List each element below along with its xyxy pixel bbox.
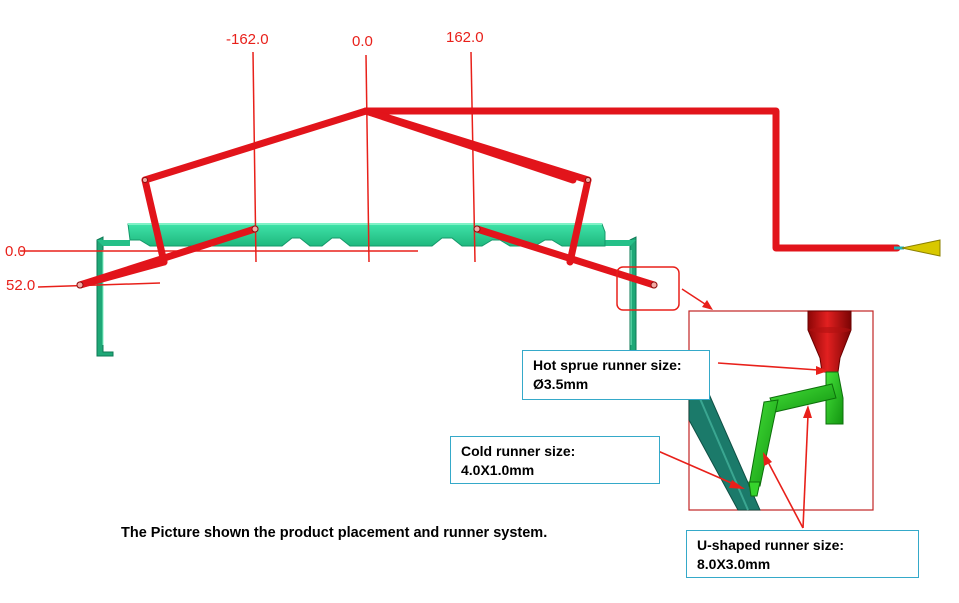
gate-tips <box>76 177 658 289</box>
u-shaped-runner-callout: U-shaped runner size: 8.0X3.0mm <box>686 530 919 578</box>
hot-sprue-callout: Hot sprue runner size: Ø3.5mm <box>522 350 710 400</box>
zoom-arrow-line <box>681 288 709 307</box>
dim-label-y-zero: 0.0 <box>5 243 26 260</box>
u-shaped-runner-title: U-shaped runner size: <box>697 537 845 553</box>
main-runner <box>362 107 901 252</box>
dim-label-x-zero: 0.0 <box>352 33 373 50</box>
detail-view <box>688 310 874 511</box>
dimension-lines <box>20 51 476 288</box>
figure-caption: The Picture shown the product placement … <box>121 525 548 541</box>
dim-line-zero <box>365 54 370 263</box>
right-cross-1 <box>473 225 658 289</box>
callout-arrows <box>657 362 828 529</box>
dim-label-pos162: 162.0 <box>446 29 484 46</box>
gate-highlight-box <box>616 266 680 311</box>
nozzle <box>894 239 941 257</box>
cold-runner-callout: Cold runner size: 4.0X1.0mm <box>450 436 660 484</box>
left-cross-2 <box>76 258 168 289</box>
runner-system <box>76 107 901 289</box>
cold-runner-title: Cold runner size: <box>461 443 576 459</box>
u-shaped-runner-value: 8.0X3.0mm <box>697 556 771 572</box>
left-arm-upper <box>141 107 370 184</box>
part-right-flange <box>604 240 636 246</box>
right-arm-drop <box>566 176 592 266</box>
dim-label-y52: 52.0 <box>6 277 36 294</box>
dim-line-y52 <box>37 282 161 288</box>
dim-label-neg162: -162.0 <box>226 31 269 48</box>
part-right-wall <box>620 236 637 357</box>
detail-u-runner-drop <box>748 399 779 487</box>
left-arm-drop <box>141 176 168 266</box>
cold-runner-value: 4.0X1.0mm <box>461 462 535 478</box>
right-arm-inner <box>362 107 577 184</box>
part-left-wall <box>96 236 114 357</box>
part-top-body <box>127 223 606 247</box>
molded-part <box>96 223 637 357</box>
hot-sprue-value: Ø3.5mm <box>533 376 589 392</box>
zoom-arrow-head <box>702 300 713 310</box>
hot-sprue-title: Hot sprue runner size: <box>533 357 682 373</box>
part-left-flange <box>97 240 130 246</box>
